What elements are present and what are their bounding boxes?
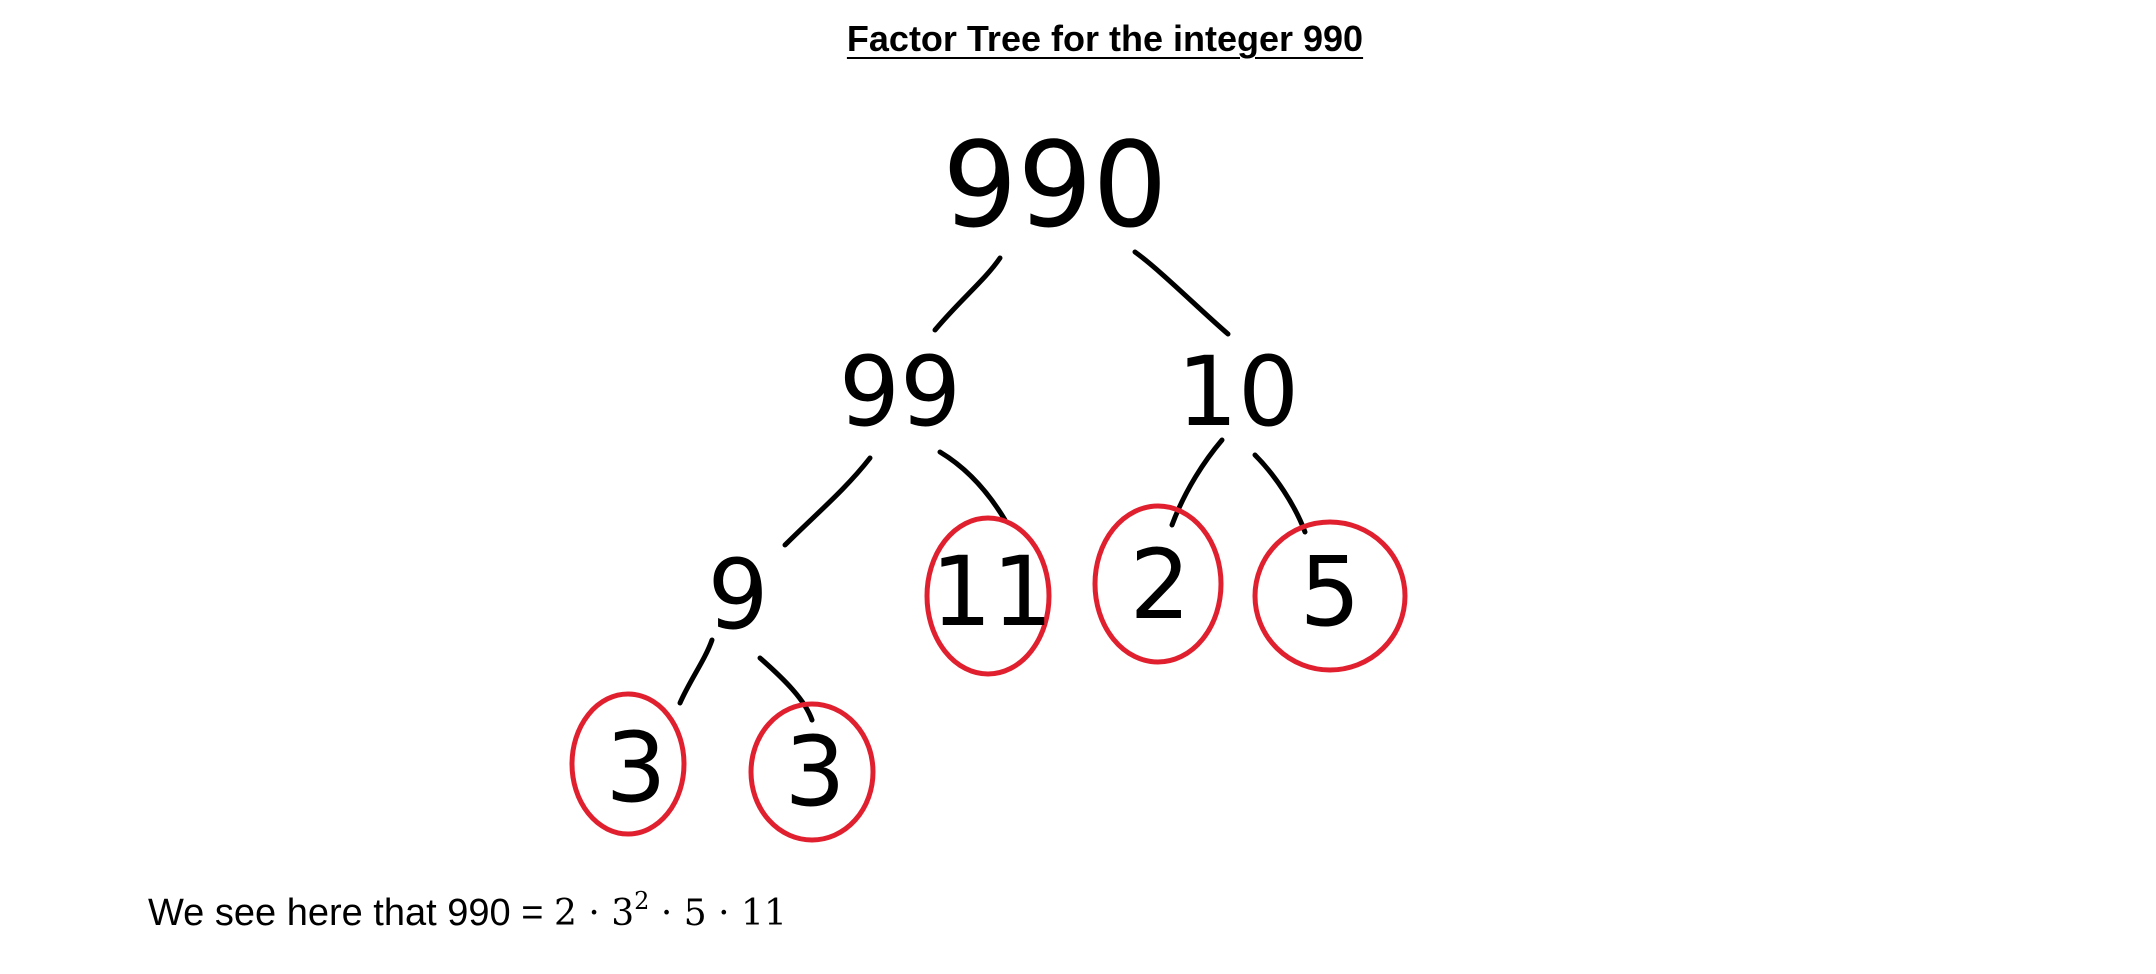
node-10: 10 xyxy=(1177,336,1299,448)
diagram-title: Factor Tree for the integer 990 xyxy=(846,18,1364,59)
edge-10-5 xyxy=(1252,452,1308,535)
prime-circle-11 xyxy=(924,515,1052,677)
factor-3-base: 3 xyxy=(611,893,635,934)
factorization-math: 2 · 32 · 5 · 11 xyxy=(553,889,787,934)
edge-99-11 xyxy=(937,449,1008,523)
node-99: 99 xyxy=(839,336,961,448)
statement-prefix: We see here that 990 = xyxy=(148,892,554,934)
node-5: 5 xyxy=(1299,536,1360,648)
node-3-left: 3 xyxy=(605,712,666,824)
edge-9-3a xyxy=(677,637,715,706)
factor-11: 11 xyxy=(741,893,787,934)
prime-circle-3-right xyxy=(748,701,876,843)
node-root: 990 xyxy=(942,116,1167,254)
factor-5: 5 xyxy=(683,893,707,934)
dot-3: · xyxy=(718,893,730,934)
edge-990-99 xyxy=(932,255,1003,333)
edge-99-9 xyxy=(782,455,873,548)
dot-1: · xyxy=(588,893,600,934)
node-3-right: 3 xyxy=(784,716,845,828)
prime-circle-2 xyxy=(1092,503,1224,665)
factor-3-exponent: 2 xyxy=(634,887,650,915)
node-2: 2 xyxy=(1129,529,1190,641)
edge-9-3b xyxy=(757,655,815,723)
node-9: 9 xyxy=(707,539,768,651)
dot-2: · xyxy=(660,893,673,934)
prime-circle-3-left xyxy=(569,691,687,837)
factor-2: 2 xyxy=(553,893,577,934)
factorization-statement: We see here that 990 = 2 · 32 · 5 · 11 xyxy=(148,889,787,935)
edge-10-2 xyxy=(1169,437,1225,528)
edge-990-10 xyxy=(1132,249,1231,337)
prime-circle-5 xyxy=(1252,519,1408,673)
node-11: 11 xyxy=(931,536,1053,648)
